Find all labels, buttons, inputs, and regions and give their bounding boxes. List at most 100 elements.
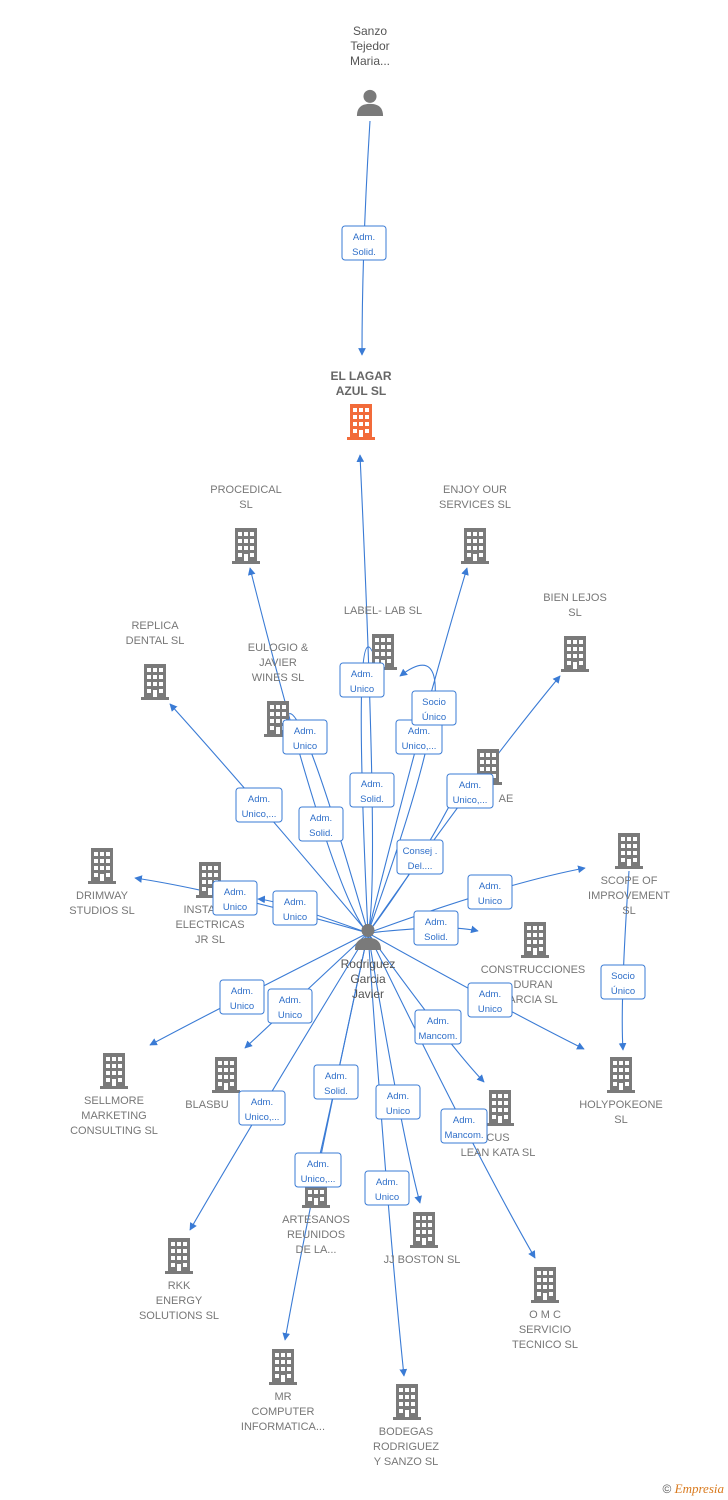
edge-label-text: Adm. — [231, 986, 253, 997]
node-label: TECNICO SL — [512, 1339, 578, 1351]
node-label: CONSTRUCCIONES — [481, 964, 586, 976]
edge-label-box — [341, 225, 387, 261]
node-label: AE — [499, 793, 514, 805]
node-label: SCOPE OF — [601, 875, 658, 887]
edge-label-box — [446, 773, 494, 809]
building-icon — [100, 1053, 128, 1089]
building-icon — [165, 1238, 193, 1274]
edge-label[interactable]: Adm.Unico — [375, 1084, 421, 1120]
node-label: ARCIA SL — [508, 994, 558, 1006]
building-icon — [461, 528, 489, 564]
edge-label[interactable]: Adm.Unico — [467, 982, 513, 1018]
edge-label-box — [600, 964, 646, 1000]
edge-label[interactable]: Adm.Unico,... — [446, 773, 494, 809]
node-label: BODEGAS — [379, 1426, 433, 1438]
edge-label-text: Adm. — [279, 995, 301, 1006]
edge-label[interactable]: Adm.Unico — [212, 880, 258, 916]
edge-label[interactable]: Adm.Solid. — [413, 910, 459, 946]
edge-label[interactable]: Consej .Del.... — [396, 839, 444, 875]
edge-label-box — [375, 1084, 421, 1120]
edge-label[interactable]: Adm.Solid. — [349, 772, 395, 808]
node-label: DURAN — [513, 979, 552, 991]
edge-label[interactable]: Adm. Solid. — [341, 225, 387, 261]
edge-label[interactable]: Adm.Mancom. — [440, 1108, 488, 1144]
node-label: REUNIDOS — [287, 1229, 345, 1241]
node-jjboston[interactable]: JJ BOSTON SL — [384, 1212, 461, 1266]
edge-label-text: Adm. — [353, 232, 375, 243]
edge-label[interactable]: Adm.Unico — [267, 988, 313, 1024]
edge-label-text: Mancom. — [418, 1031, 457, 1042]
edge-rodriguez-focus — [367, 932, 485, 1083]
node-mr[interactable]: MRCOMPUTERINFORMATICA... — [241, 1349, 325, 1433]
node-label: PROCEDICAL — [210, 484, 282, 496]
node-label: ENERGY — [156, 1295, 203, 1307]
edge-label-box — [313, 1064, 359, 1100]
edge-label[interactable]: Adm.Unico — [339, 662, 385, 698]
edge-label-text: Unico,... — [402, 741, 437, 752]
building-icon — [347, 404, 375, 440]
edge-label-text: Unico — [223, 902, 247, 913]
node-construcciones[interactable]: CONSTRUCCIONES DURAN ARCIA SL — [481, 922, 586, 1006]
edge-label[interactable]: Adm.Unico — [272, 890, 318, 926]
node-blasbu[interactable]: BLASBU — [185, 1057, 240, 1111]
node-label: EULOGIO & — [248, 642, 309, 654]
node-label: ENJOY OUR — [443, 484, 507, 496]
edge-label[interactable]: Adm.Unico,... — [235, 787, 283, 823]
edge-label[interactable]: Adm.Unico — [282, 719, 328, 755]
node-label: Garcia — [350, 972, 386, 986]
edge-label[interactable]: Adm.Solid. — [313, 1064, 359, 1100]
edge-label-box — [414, 1009, 462, 1045]
edge-label-text: Solid. — [360, 794, 384, 805]
node-label: ELECTRICAS — [175, 919, 244, 931]
edge-label[interactable]: Adm.Unico,... — [238, 1090, 286, 1126]
node-label: SELLMORE — [84, 1095, 144, 1107]
edge-label[interactable]: Adm.Unico,... — [294, 1152, 342, 1188]
node-label: JJ BOSTON SL — [384, 1254, 461, 1266]
node-label: IMPROVEMENT — [588, 890, 670, 902]
edge-label[interactable]: Adm.Solid. — [298, 806, 344, 842]
edge-label-box — [238, 1090, 286, 1126]
person-icon — [356, 89, 384, 116]
building-icon — [615, 833, 643, 869]
node-sanzo[interactable]: SanzoTejedorMaria... — [350, 24, 390, 116]
edge-label-text: Adm. — [427, 1016, 449, 1027]
edge-label-text: Adm. — [307, 1159, 329, 1170]
node-label: WINES SL — [252, 672, 305, 684]
node-ae[interactable]: AE — [474, 749, 513, 805]
node-label: RKK — [168, 1280, 191, 1292]
edge-label-text: Consej . — [403, 846, 438, 857]
edge-label[interactable]: Adm.Unico — [364, 1170, 410, 1206]
edge-label-text: Solid. — [352, 247, 376, 258]
node-label: INFORMATICA... — [241, 1421, 325, 1433]
edge-label-text: Adm. — [248, 794, 270, 805]
edge-label[interactable]: Adm. Mancom. — [414, 1009, 462, 1045]
edge-label-text: Adm. — [284, 897, 306, 908]
node-labellab[interactable]: LABEL- LAB SL — [344, 605, 422, 670]
edge-label[interactable]: Adm.Unico — [219, 979, 265, 1015]
edge-label-text: Unico — [478, 896, 502, 907]
edge-label[interactable]: Adm.Unico — [467, 874, 513, 910]
brand-logo[interactable]: Empresia — [674, 1481, 724, 1496]
node-label: EL LAGAR — [330, 369, 391, 383]
edge-label-box — [440, 1108, 488, 1144]
building-icon — [212, 1057, 240, 1093]
